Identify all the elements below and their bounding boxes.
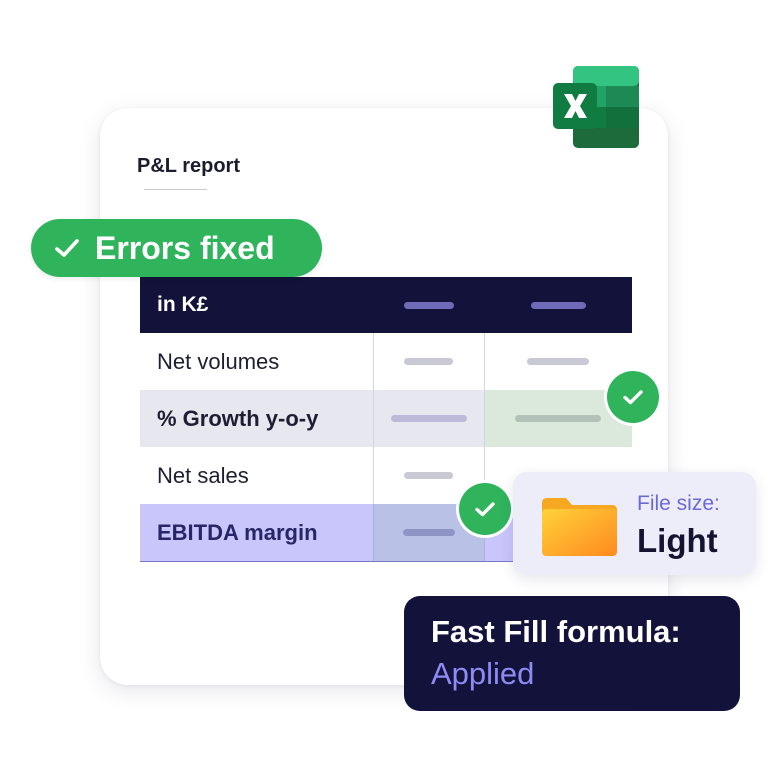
- column-divider: [484, 333, 485, 390]
- table-row: Net sales: [140, 447, 632, 504]
- row-label: Net sales: [157, 462, 249, 488]
- table-row: % Growth y-o-y: [140, 390, 632, 447]
- checkmark-icon: [623, 390, 643, 405]
- fast-fill-card: Fast Fill formula: Applied: [404, 596, 740, 711]
- errors-fixed-badge: Errors fixed: [31, 219, 322, 277]
- table-row: Net volumes: [140, 333, 632, 390]
- column-divider: [484, 447, 485, 504]
- checkmark-icon: [55, 239, 79, 257]
- report-title: P&L report: [137, 155, 240, 177]
- header-label: in K£: [157, 293, 209, 316]
- header-placeholder: [484, 277, 632, 333]
- value-placeholder: [373, 390, 484, 447]
- fast-fill-title: Fast Fill formula:: [431, 614, 681, 649]
- file-size-label: File size:: [637, 492, 720, 515]
- header-placeholder: [373, 277, 484, 333]
- row-label: % Growth y-o-y: [140, 390, 373, 447]
- value-placeholder: [373, 333, 484, 390]
- column-divider: [373, 447, 374, 504]
- excel-icon: [553, 66, 639, 148]
- table-header-row: in K£: [140, 277, 632, 333]
- check-circle-icon: [459, 483, 511, 535]
- folder-icon: [542, 498, 617, 556]
- title-underline: [144, 189, 207, 190]
- row-label: Net volumes: [157, 348, 280, 374]
- file-size-card: File size: Light: [513, 472, 756, 575]
- errors-fixed-label: Errors fixed: [95, 229, 275, 266]
- file-size-value: Light: [637, 522, 718, 559]
- column-divider: [373, 333, 374, 390]
- fast-fill-status: Applied: [431, 656, 535, 691]
- row-label: EBITDA margin: [140, 504, 373, 561]
- column-divider: [373, 504, 374, 561]
- check-circle-icon: [607, 371, 659, 423]
- value-placeholder: [373, 447, 484, 504]
- value-placeholder: [484, 333, 632, 390]
- column-divider: [484, 390, 485, 447]
- checkmark-icon: [475, 502, 495, 517]
- column-divider: [373, 390, 374, 447]
